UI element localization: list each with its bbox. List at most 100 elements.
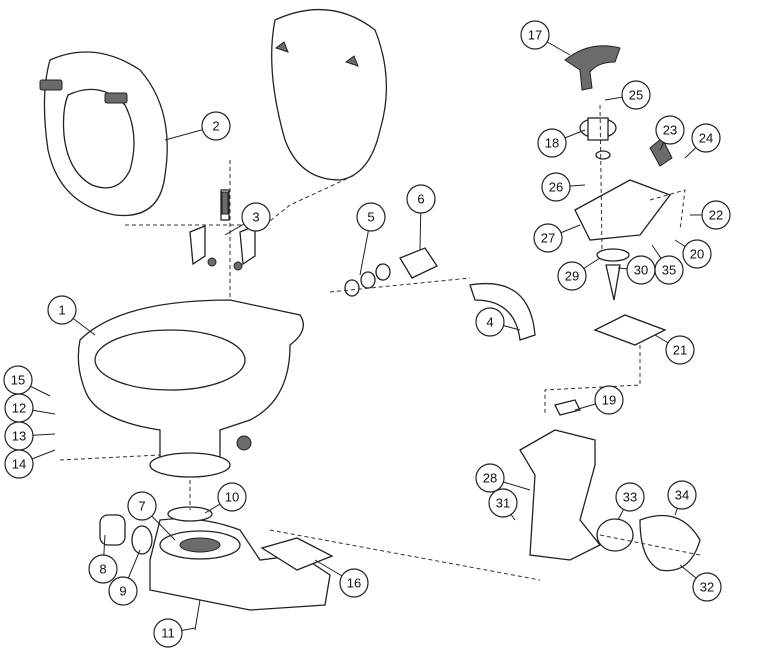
callout-number: 7: [138, 499, 145, 514]
pump-assembly: [564, 45, 673, 346]
callout-15: 15: [3, 365, 51, 397]
callout-27: 27: [533, 223, 581, 253]
callout-20: 20: [674, 239, 712, 269]
callout-circle: [541, 172, 571, 202]
callout-number: 2: [212, 119, 219, 134]
callout-number: 33: [623, 490, 637, 505]
callout-circle: [356, 202, 386, 232]
callout-circle: [520, 20, 550, 50]
callout-number: 3: [252, 210, 259, 225]
callout-35: 35: [651, 244, 684, 285]
callout-circle: [153, 618, 183, 648]
callout-number: 27: [541, 231, 555, 246]
callout-34: 34: [667, 480, 697, 516]
callout-16: 16: [314, 559, 369, 598]
callout-32: 32: [679, 564, 722, 602]
callout-group: 1234567891011121314151617181920212223242…: [3, 20, 731, 648]
callout-21: 21: [654, 334, 695, 365]
callout-circle: [241, 202, 271, 232]
callout-9: 9: [108, 549, 141, 606]
callout-number: 6: [417, 192, 424, 207]
callout-number: 28: [483, 471, 497, 486]
callout-number: 13: [12, 429, 26, 444]
callout-circle: [108, 576, 138, 606]
callout-circle: [701, 200, 731, 230]
callout-7: 7: [127, 491, 176, 541]
callout-number: 31: [496, 496, 510, 511]
callout-24: 24: [684, 123, 721, 159]
callout-circle: [533, 223, 563, 253]
callout-12: 12: [4, 393, 56, 423]
callout-circle: [537, 128, 567, 158]
toilet-lid: [271, 9, 388, 181]
callout-number: 5: [367, 210, 374, 225]
callout-circle: [667, 480, 697, 510]
callout-number: 8: [99, 562, 106, 577]
callout-2: 2: [164, 111, 231, 141]
callout-circle: [654, 255, 684, 285]
callout-23: 23: [655, 115, 685, 151]
callout-number: 35: [662, 263, 676, 278]
callout-33: 33: [615, 482, 645, 521]
callout-17: 17: [520, 20, 571, 56]
callout-number: 24: [699, 131, 713, 146]
callout-8: 8: [88, 534, 118, 584]
callout-13: 13: [4, 421, 56, 451]
callout-number: 19: [602, 393, 616, 408]
callout-22: 22: [690, 200, 731, 230]
callout-14: 14: [4, 449, 56, 479]
callout-28: 28: [475, 463, 531, 493]
callout-3: 3: [224, 202, 271, 236]
callout-number: 10: [225, 490, 239, 505]
callout-circle: [217, 482, 247, 512]
callout-18: 18: [537, 128, 586, 158]
callout-number: 18: [545, 136, 559, 151]
callout-circle: [655, 115, 685, 145]
callout-number: 32: [700, 580, 714, 595]
callout-number: 25: [629, 88, 643, 103]
callout-number: 21: [673, 343, 687, 358]
callout-29: 29: [557, 257, 601, 291]
callout-circle: [475, 463, 505, 493]
callout-30: 30: [617, 255, 656, 285]
pump-body: [519, 399, 701, 572]
callout-circle: [201, 111, 231, 141]
callout-circle: [692, 572, 722, 602]
callout-number: 34: [675, 488, 689, 503]
callout-circle: [127, 491, 157, 521]
callout-number: 23: [663, 123, 677, 138]
callout-circle: [615, 482, 645, 512]
callout-number: 30: [634, 263, 648, 278]
callout-circle: [47, 295, 77, 325]
callout-19: 19: [574, 385, 624, 415]
callout-4: 4: [475, 307, 521, 337]
callout-25: 25: [604, 80, 651, 110]
pump-base: [99, 506, 334, 631]
callout-5: 5: [356, 202, 386, 276]
callout-31: 31: [488, 488, 518, 521]
callout-number: 29: [565, 269, 579, 284]
toilet-seat: [39, 51, 168, 217]
callout-circle: [594, 385, 624, 415]
seat-hinges: [189, 189, 256, 271]
callout-number: 26: [549, 180, 563, 195]
callout-circle: [3, 365, 33, 395]
toilet-bowl: [77, 299, 304, 478]
callout-number: 17: [528, 28, 542, 43]
callout-number: 11: [161, 626, 175, 641]
callout-number: 1: [58, 303, 65, 318]
callout-1: 1: [47, 295, 96, 336]
callout-number: 4: [486, 315, 493, 330]
callout-circle: [691, 123, 721, 153]
callout-circle: [488, 488, 518, 518]
callout-number: 20: [690, 247, 704, 262]
callout-circle: [665, 335, 695, 365]
callout-circle: [682, 239, 712, 269]
callout-number: 22: [709, 208, 723, 223]
assembly-lines: [59, 104, 701, 581]
callout-6: 6: [406, 184, 436, 251]
callout-circle: [406, 184, 436, 214]
callout-circle: [339, 568, 369, 598]
callout-number: 14: [12, 457, 26, 472]
